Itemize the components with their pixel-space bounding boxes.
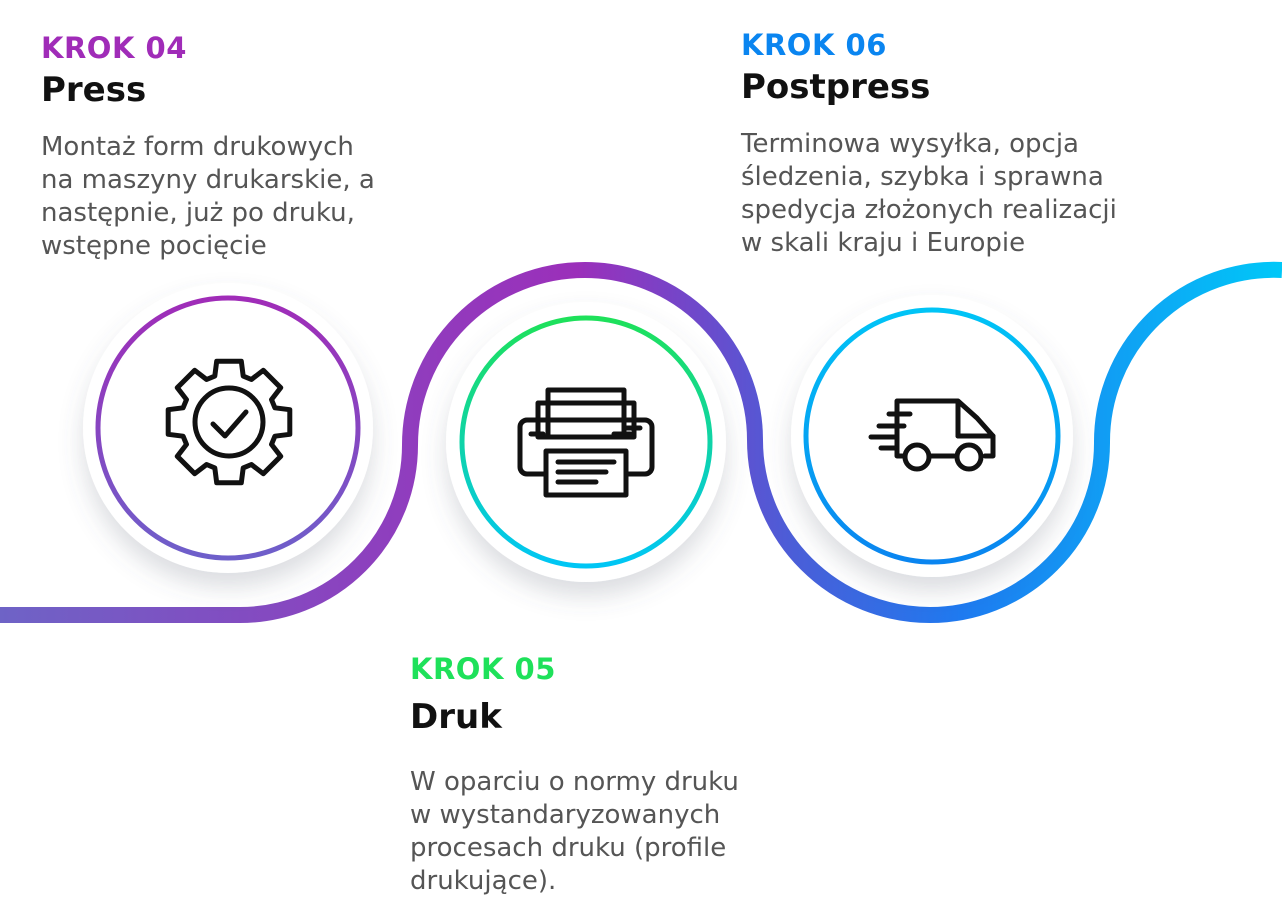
step-06: KROK 06 Postpress Terminowa wysyłka, opc… — [741, 28, 1261, 260]
printer-icon — [517, 387, 655, 498]
step-label: KROK 05 — [410, 652, 556, 686]
step-description: W oparciu o normy druku w wystandaryzowa… — [410, 767, 739, 896]
step-label: KROK 04 — [41, 31, 187, 65]
delivery-van-icon — [868, 398, 996, 472]
step-label: KROK 06 — [741, 28, 887, 62]
step-title: Press — [41, 70, 147, 110]
gear-check-icon — [165, 358, 293, 486]
step-04-icon-circle — [83, 283, 373, 573]
step-title: Postpress — [741, 67, 931, 107]
step-04: KROK 04 Press Montaż form drukowych na m… — [41, 31, 461, 263]
process-path — [0, 261, 1282, 624]
step-description: Terminowa wysyłka, opcja śledzenia, szyb… — [741, 129, 1117, 258]
step-06-icon-circle — [791, 295, 1073, 577]
step-title: Druk — [410, 697, 502, 737]
step-description: Montaż form drukowych na maszyny drukars… — [41, 132, 375, 261]
step-05-icon-circle — [446, 302, 726, 582]
step-05: KROK 05 Druk W oparciu o normy druku w w… — [410, 652, 850, 898]
